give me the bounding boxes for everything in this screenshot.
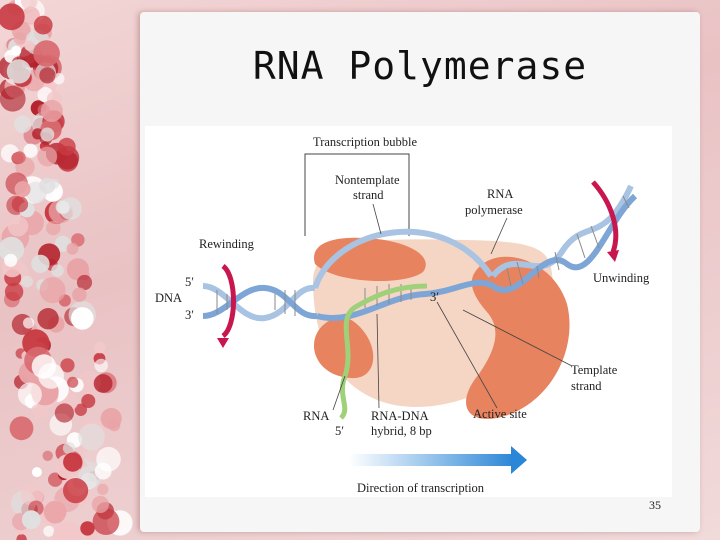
bead [53, 73, 65, 85]
bead [31, 354, 57, 379]
label-polymerase: polymerase [465, 203, 523, 217]
transcription-bubble-bracket [304, 153, 410, 236]
label-active-site: Active site [473, 407, 527, 421]
label-dna: DNA [155, 291, 182, 305]
label-rna-dna-hybrid: RNA-DNA [371, 409, 429, 423]
bead [72, 287, 87, 302]
bead [40, 127, 55, 142]
bead [93, 374, 113, 393]
bead [46, 220, 61, 236]
bead [6, 59, 31, 84]
label-five-prime-top: 5′ [185, 275, 194, 289]
bead [71, 307, 94, 330]
bead [11, 196, 29, 213]
label-hybrid-8bp: hybrid, 8 bp [371, 424, 432, 438]
label-rna-polymerase: RNA [487, 187, 513, 201]
bead [13, 115, 32, 133]
bead [23, 143, 38, 158]
bead [31, 467, 42, 478]
bead [81, 394, 96, 408]
bead [4, 282, 24, 301]
label-rewinding: Rewinding [199, 237, 255, 251]
rewinding-arrow [217, 263, 236, 348]
bead [23, 317, 35, 329]
bead [14, 181, 31, 198]
label-nontemplate: Nontemplate [335, 173, 400, 187]
direction-arrow [349, 446, 527, 474]
bead [33, 15, 53, 35]
bead [37, 146, 58, 167]
rna-strand [338, 283, 428, 420]
bead [57, 137, 76, 156]
polymerase-enzyme [313, 237, 570, 419]
slide-number: 35 [649, 498, 661, 512]
bead [97, 483, 109, 495]
label-direction-of-transcription: Direction of transcription [357, 481, 485, 495]
label-three-prime-bottom: 3′ [185, 308, 194, 322]
rna-polymerase-figure: Transcription bubble Nontemplate strand … [145, 126, 672, 497]
label-nontemplate-strand: strand [353, 188, 384, 202]
bead [33, 40, 60, 67]
bead [21, 510, 41, 530]
bead [42, 450, 53, 461]
bead [74, 403, 88, 416]
bead [7, 216, 29, 237]
label-rna-five-prime: 5′ [335, 424, 344, 438]
bead [49, 178, 60, 189]
bead [20, 483, 44, 506]
bead [21, 275, 33, 288]
bead [55, 199, 71, 215]
bead [94, 341, 106, 354]
bead [94, 358, 108, 373]
bead [40, 99, 63, 122]
bead [53, 521, 81, 540]
bead [37, 308, 59, 330]
bead [51, 264, 64, 278]
bead [66, 242, 79, 255]
bead [43, 500, 67, 524]
nontemplate-strand [312, 228, 494, 289]
bead [91, 495, 109, 513]
bead [9, 416, 34, 441]
bead [43, 525, 55, 537]
bead [21, 0, 38, 10]
bead [100, 407, 122, 430]
bead [0, 236, 25, 263]
bead [63, 478, 89, 504]
bead [13, 151, 26, 164]
bead [54, 403, 74, 423]
bead [4, 253, 18, 267]
label-transcription-bubble: Transcription bubble [313, 135, 417, 149]
bead [31, 254, 50, 274]
bead [67, 376, 79, 388]
bead [78, 423, 105, 451]
bead [76, 274, 93, 291]
upstream-dna-helix [202, 283, 318, 322]
bead [96, 446, 121, 472]
bead [80, 521, 95, 536]
bead [16, 534, 27, 540]
bead [17, 382, 42, 407]
bead [60, 358, 75, 373]
label-template: Template [571, 363, 618, 377]
label-template-strand: strand [571, 379, 602, 393]
unwinding-arrow [591, 180, 619, 262]
bead [24, 40, 35, 51]
label-rna: RNA [303, 409, 329, 423]
bead [63, 452, 83, 472]
bead [39, 67, 56, 84]
bead [92, 508, 120, 535]
bead [13, 32, 27, 45]
bead [0, 3, 25, 31]
bead [0, 85, 26, 112]
bead [62, 442, 76, 455]
label-three-prime-rna: 3′ [430, 290, 439, 304]
bead [39, 277, 66, 304]
label-unwinding: Unwinding [593, 271, 650, 285]
page-title: RNA Polymerase [252, 44, 588, 88]
bead [77, 371, 101, 395]
